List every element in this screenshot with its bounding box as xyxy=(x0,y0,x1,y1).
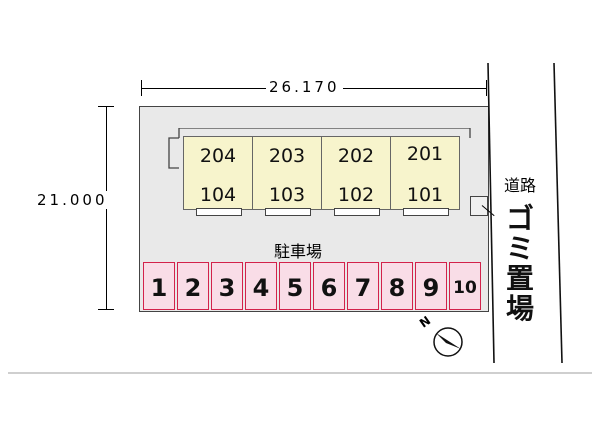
road-label: 道路 xyxy=(504,176,537,195)
parking-space: 7 xyxy=(347,262,379,310)
road-edges xyxy=(487,62,563,364)
unit-lower-number: 104 xyxy=(199,184,237,206)
unit-upper-number: 204 xyxy=(199,145,237,167)
parking-space: 6 xyxy=(313,262,345,310)
garbage-area-label-char-2: ミ xyxy=(506,232,535,265)
unit-upper-number: 201 xyxy=(406,143,444,165)
entrance-step-4 xyxy=(403,208,449,216)
bottom-rule xyxy=(8,372,592,374)
garbage-area-box xyxy=(470,196,488,216)
unit-block-1: 204 104 xyxy=(183,136,253,210)
parking-space: 4 xyxy=(245,262,277,310)
entrance-step-3 xyxy=(334,208,380,216)
unit-block-4: 201 101 xyxy=(390,136,460,210)
parking-space: 2 xyxy=(177,262,209,310)
parking-space: 5 xyxy=(279,262,311,310)
building-outline xyxy=(168,128,471,169)
depth-dimension-tick-bottom xyxy=(98,309,114,310)
width-dimension-tick-right xyxy=(486,80,487,96)
width-dimension-tick-left xyxy=(141,80,142,96)
entrance-step-2 xyxy=(265,208,311,216)
unit-upper-number: 202 xyxy=(337,145,375,167)
width-dimension-label: 26.170 xyxy=(266,78,343,96)
garbage-area-label-char-1: ゴ xyxy=(506,202,535,235)
unit-lower-number: 102 xyxy=(337,184,375,206)
parking-label: 駐車場 xyxy=(274,242,323,261)
parking-space: 1 xyxy=(143,262,175,310)
parking-space: 9 xyxy=(415,262,447,310)
unit-upper-number: 203 xyxy=(268,145,306,167)
unit-lower-number: 103 xyxy=(268,184,306,206)
parking-space: 8 xyxy=(381,262,413,310)
entrance-step-1 xyxy=(196,208,242,216)
garbage-area-label-char-3: 置 xyxy=(506,262,535,295)
garbage-area-label-char-4: 場 xyxy=(506,292,535,325)
unit-block-2: 203 103 xyxy=(252,136,322,210)
unit-block-3: 202 102 xyxy=(321,136,391,210)
parking-space: 10 xyxy=(449,262,481,310)
depth-dimension-tick-top xyxy=(98,106,114,107)
unit-lower-number: 101 xyxy=(406,184,444,206)
north-compass-icon xyxy=(433,327,463,357)
parking-space: 3 xyxy=(211,262,243,310)
depth-dimension-label: 21.000 xyxy=(34,191,111,209)
